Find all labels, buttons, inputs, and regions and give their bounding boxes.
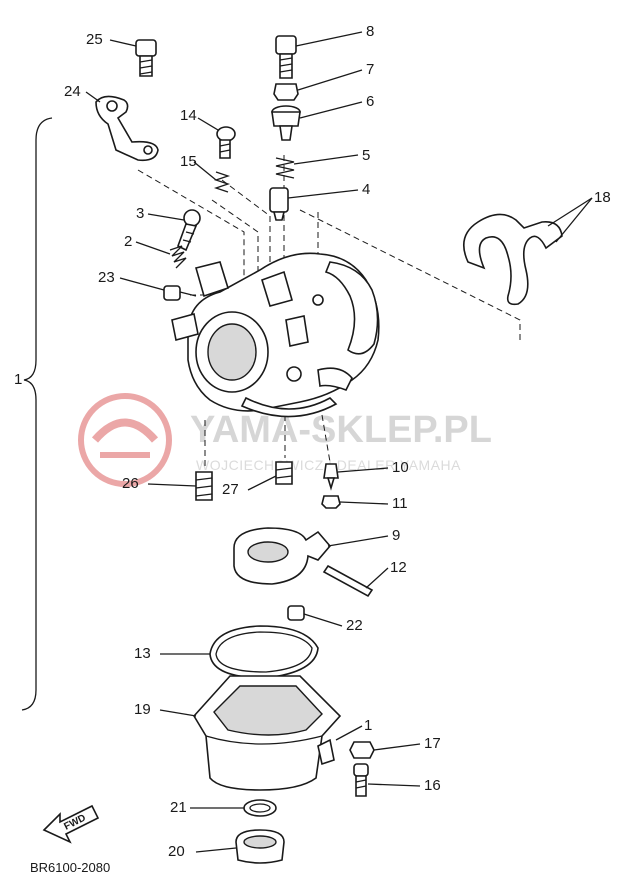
callout-18: 18 — [594, 189, 611, 206]
callout-27: 27 — [222, 481, 239, 498]
callout-24: 24 — [64, 83, 81, 100]
callout-11: 11 — [392, 495, 408, 512]
callout-14: 14 — [180, 107, 197, 124]
callout-20: 20 — [168, 843, 185, 860]
diagram-code: BR6100-2080 — [30, 860, 110, 875]
callout-19: 19 — [134, 701, 151, 718]
fwd-arrow: FWD — [42, 804, 100, 844]
part-3-screw — [177, 209, 201, 252]
part-5-spring — [275, 157, 295, 179]
part-12-pin — [322, 564, 374, 598]
callout-23: 23 — [98, 269, 115, 286]
callout-13: 13 — [134, 645, 151, 662]
callout-6: 6 — [366, 93, 374, 110]
yama-sklep-logo — [78, 393, 172, 487]
part-25-bolt — [135, 39, 157, 77]
part-18-hose — [462, 213, 563, 306]
callout-21: 21 — [170, 799, 187, 816]
part-14-screw — [216, 126, 236, 159]
part-19-float-bowl — [193, 675, 342, 791]
callout-5: 5 — [362, 147, 370, 164]
callout-1-bracket: 1 — [14, 371, 22, 388]
callout-4: 4 — [362, 181, 370, 198]
callout-10: 10 — [392, 459, 409, 476]
callout-9: 9 — [392, 527, 400, 544]
part-11-clip — [321, 495, 341, 509]
part-22-plug — [287, 605, 305, 621]
callout-2: 2 — [124, 233, 132, 250]
callout-16: 16 — [424, 777, 441, 794]
assembly-bracket: 1 — [14, 117, 53, 711]
leader-lines — [85, 31, 593, 853]
watermark-brand: YAMA-SKLEP.PL — [190, 409, 492, 451]
part-9-float — [233, 527, 332, 585]
part-10-needle — [323, 463, 339, 491]
part-24-bracket — [95, 95, 159, 162]
part-7-nut — [273, 83, 299, 101]
callout-26: 26 — [122, 475, 139, 492]
part-4-plunger — [269, 187, 289, 221]
carburetor-body — [171, 252, 380, 418]
callout-17: 17 — [424, 735, 441, 752]
part-15-spring — [213, 171, 231, 193]
part-17-nut — [349, 741, 375, 759]
callout-1-bowl: 1 — [364, 717, 372, 734]
callout-12: 12 — [390, 559, 407, 576]
callout-15: 15 — [180, 153, 197, 170]
part-6-plunger — [271, 105, 301, 141]
part-26-jet — [195, 471, 213, 501]
callout-7: 7 — [366, 61, 374, 78]
part-8-cap — [275, 35, 297, 79]
callout-22: 22 — [346, 617, 363, 634]
callout-3: 3 — [136, 205, 144, 222]
part-13-gasket — [209, 625, 319, 679]
part-20-drain-plug — [235, 829, 285, 864]
part-21-oring — [243, 799, 277, 817]
callout-8: 8 — [366, 23, 374, 40]
part-23-adjuster — [163, 285, 197, 301]
callout-25: 25 — [86, 31, 103, 48]
callout-numbers: 25 24 14 15 3 2 23 8 7 6 5 4 18 26 27 10… — [64, 23, 611, 860]
part-16-screw — [353, 763, 369, 797]
part-27-jet — [275, 461, 293, 485]
part-2-spring — [169, 245, 187, 269]
